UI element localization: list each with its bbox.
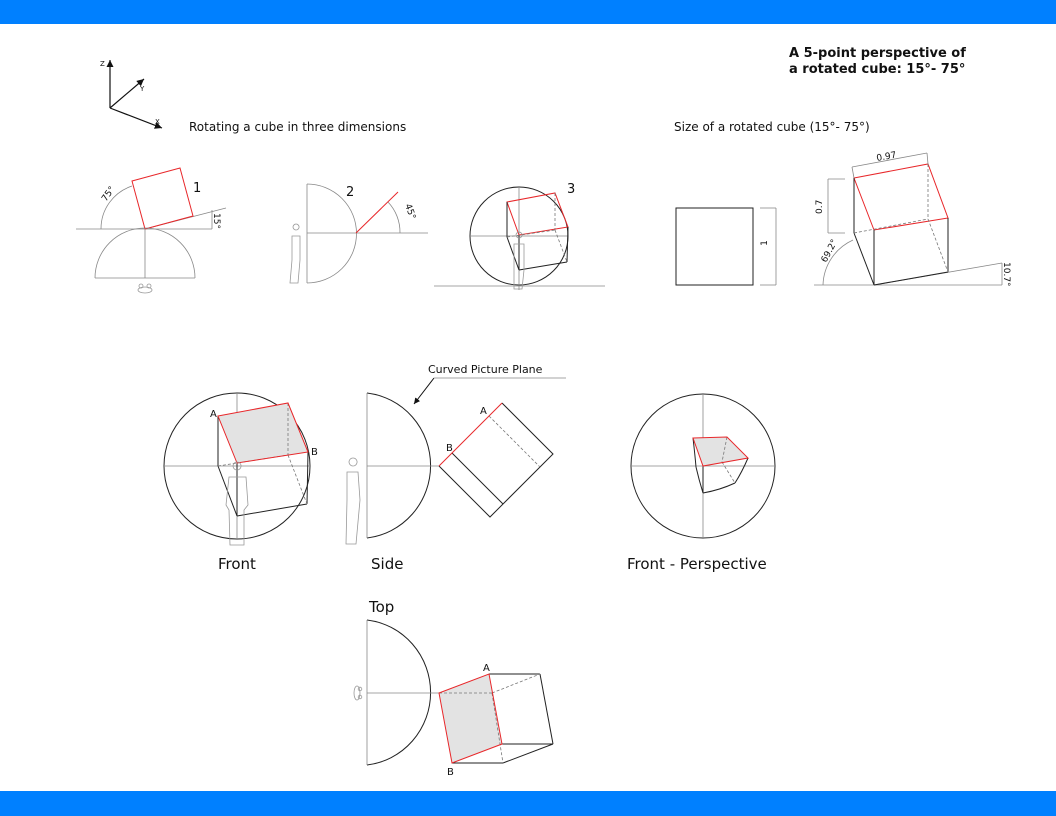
page-title: A 5-point perspective of a rotated cube:… <box>789 46 966 78</box>
front-perspective-view: Front - Perspective <box>627 393 776 573</box>
viewer-top-icon <box>353 685 361 701</box>
side-view: Curved Picture Plane A B Side <box>345 363 566 573</box>
section-rotating-heading: Rotating a cube in three dimensions <box>189 120 406 134</box>
side-point-a: A <box>480 406 487 417</box>
top-point-a: A <box>483 663 490 674</box>
title-line-2: a rotated cube: 15°- 75° <box>789 62 966 77</box>
top-view: Top A B <box>353 598 554 778</box>
curved-picture-plane-callout: Curved Picture Plane <box>428 363 543 376</box>
angle-right-label: 10.7° <box>1001 262 1011 287</box>
axes-gizmo: Z Y X <box>100 60 163 129</box>
step-2-number: 2 <box>346 185 354 200</box>
front-perspective-label: Front - Perspective <box>627 555 767 573</box>
title-line-1: A 5-point perspective of <box>789 46 966 61</box>
person-figure-icon <box>513 231 525 290</box>
axis-z-label: Z <box>100 60 105 68</box>
callout-arrow <box>413 377 435 405</box>
viewer-top-icon <box>137 286 153 294</box>
axis-y-label: Y <box>139 85 145 93</box>
step-3-diagram: 3 <box>434 182 605 290</box>
height-dimension-label: 0.7 <box>815 200 825 214</box>
person-figure-icon <box>225 461 249 546</box>
size-diagram: 1 0.97 0.7 69.2° 10.7° <box>675 151 1011 287</box>
axis-x-label: X <box>155 118 160 126</box>
step-1-angle-15: 15° <box>211 213 221 229</box>
front-label: Front <box>218 555 256 573</box>
step-1-angle-75: 75° <box>100 185 117 204</box>
step-1-diagram: 1 75° 15° <box>76 167 227 294</box>
front-view: A B Front <box>163 392 318 573</box>
footer-bar <box>0 791 1056 816</box>
front-point-a: A <box>210 409 217 420</box>
step-2-angle-45: 45° <box>402 203 417 221</box>
step-2-diagram: 2 45° <box>289 183 428 284</box>
unit-dimension-label: 1 <box>760 240 770 246</box>
top-point-b: B <box>447 767 454 778</box>
top-label: Top <box>368 598 394 616</box>
person-figure-icon <box>345 457 361 545</box>
step-1-number: 1 <box>193 181 201 196</box>
side-point-b: B <box>446 443 453 454</box>
person-figure-icon <box>289 223 301 284</box>
front-point-b: B <box>311 447 318 458</box>
header-bar <box>0 0 1056 24</box>
section-size-heading: Size of a rotated cube (15°- 75°) <box>674 120 870 134</box>
step-3-number: 3 <box>567 182 575 197</box>
side-label: Side <box>371 555 403 573</box>
width-dimension-label: 0.97 <box>876 151 897 164</box>
